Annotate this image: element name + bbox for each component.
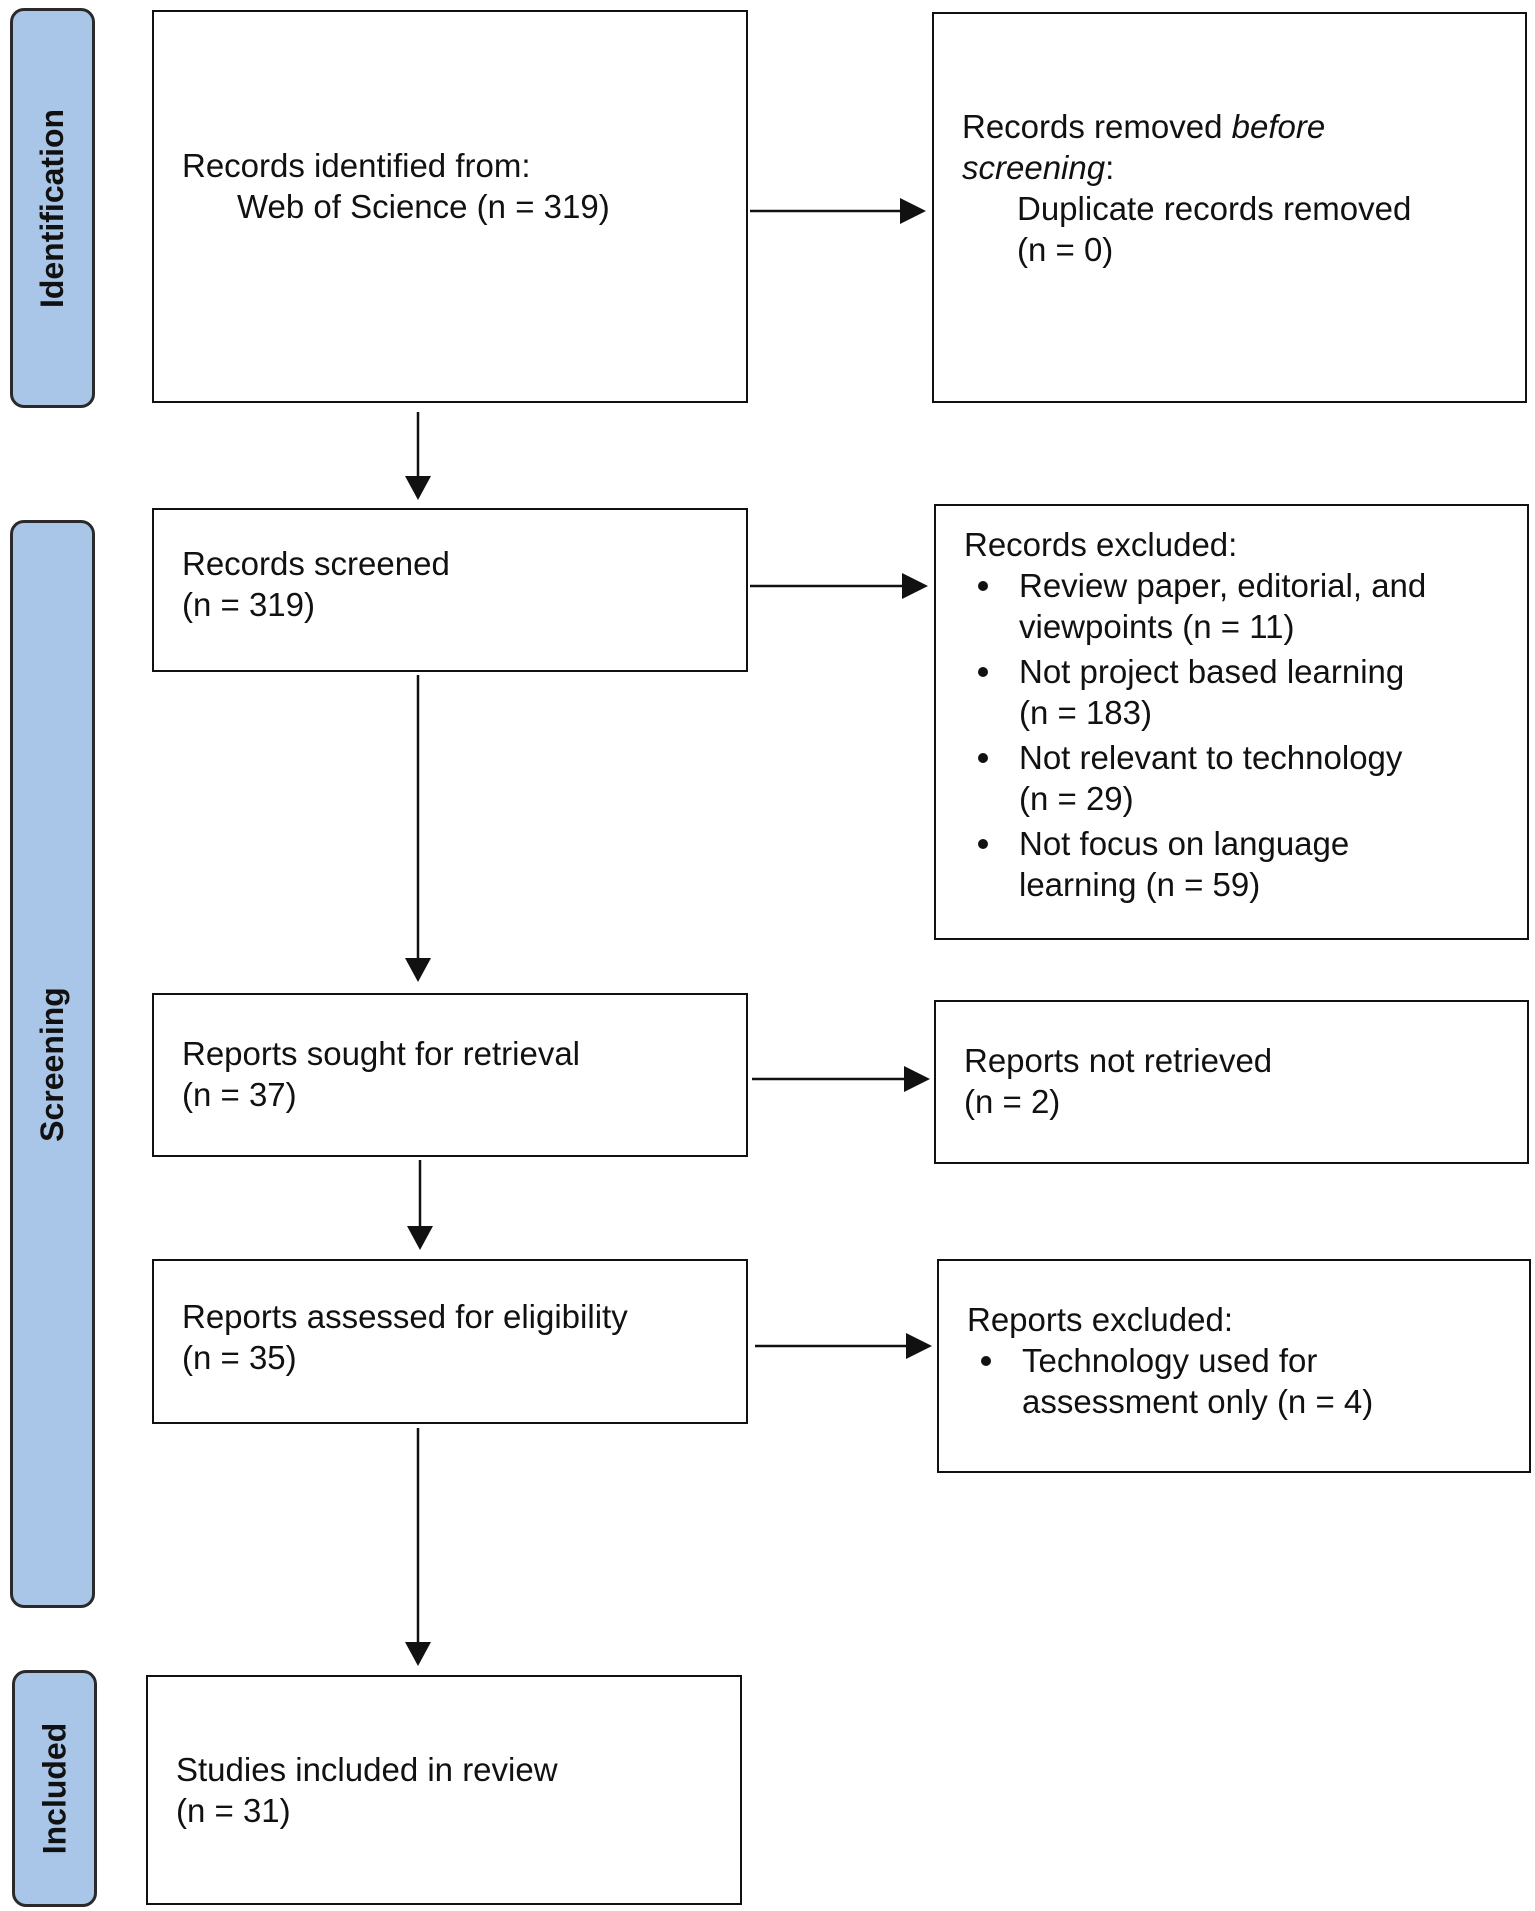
studies-included-label: Studies included in review	[176, 1751, 558, 1788]
reports-excluded-title: Reports excluded:	[967, 1301, 1233, 1338]
phase-included: Included	[12, 1670, 97, 1907]
arrowhead	[405, 958, 431, 982]
reports-not-retrieved-count: (n = 2)	[964, 1083, 1061, 1120]
records-excluded-title: Records excluded:	[964, 526, 1238, 563]
records-removed-title-cont: screening:	[962, 149, 1115, 186]
reports-sought-count: (n = 37)	[182, 1076, 297, 1113]
reports-assessed-box: Reports assessed for eligibility (n = 35…	[152, 1259, 748, 1424]
list-item: Not project based learning(n = 183)	[964, 651, 1527, 733]
duplicate-records-count: (n = 0)	[1017, 231, 1114, 268]
reports-assessed-count: (n = 35)	[182, 1339, 297, 1376]
records-excluded-box: Records excluded: Review paper, editoria…	[934, 504, 1529, 940]
records-identified-box: Records identified from: Web of Science …	[152, 10, 748, 403]
records-removed-title: Records removed before	[962, 108, 1326, 145]
arrowhead	[407, 1226, 433, 1250]
reports-not-retrieved-box: Reports not retrieved (n = 2)	[934, 1000, 1529, 1164]
duplicate-records-label: Duplicate records removed	[1017, 190, 1412, 227]
records-identified-source: Web of Science (n = 319)	[237, 188, 610, 225]
records-screened-box: Records screened (n = 319)	[152, 508, 748, 672]
arrowhead	[906, 1333, 932, 1359]
studies-included-count: (n = 31)	[176, 1792, 291, 1829]
arrowhead	[902, 573, 928, 599]
records-screened-count: (n = 319)	[182, 586, 315, 623]
reports-not-retrieved-label: Reports not retrieved	[964, 1042, 1273, 1079]
records-removed-box: Records removed before screening: Duplic…	[932, 12, 1527, 403]
reports-sought-box: Reports sought for retrieval (n = 37)	[152, 993, 748, 1157]
records-identified-label: Records identified from:	[182, 147, 531, 184]
arrowhead	[904, 1066, 930, 1092]
records-screened-label: Records screened	[182, 545, 450, 582]
reports-assessed-label: Reports assessed for eligibility	[182, 1298, 628, 1335]
reports-sought-label: Reports sought for retrieval	[182, 1035, 581, 1072]
arrowhead	[405, 476, 431, 500]
arrowhead	[405, 1642, 431, 1666]
phase-identification: Identification	[10, 8, 95, 408]
studies-included-box: Studies included in review (n = 31)	[146, 1675, 742, 1905]
list-item: Not relevant to technology(n = 29)	[964, 737, 1527, 819]
arrowhead	[900, 198, 926, 224]
phase-screening: Screening	[10, 520, 95, 1608]
